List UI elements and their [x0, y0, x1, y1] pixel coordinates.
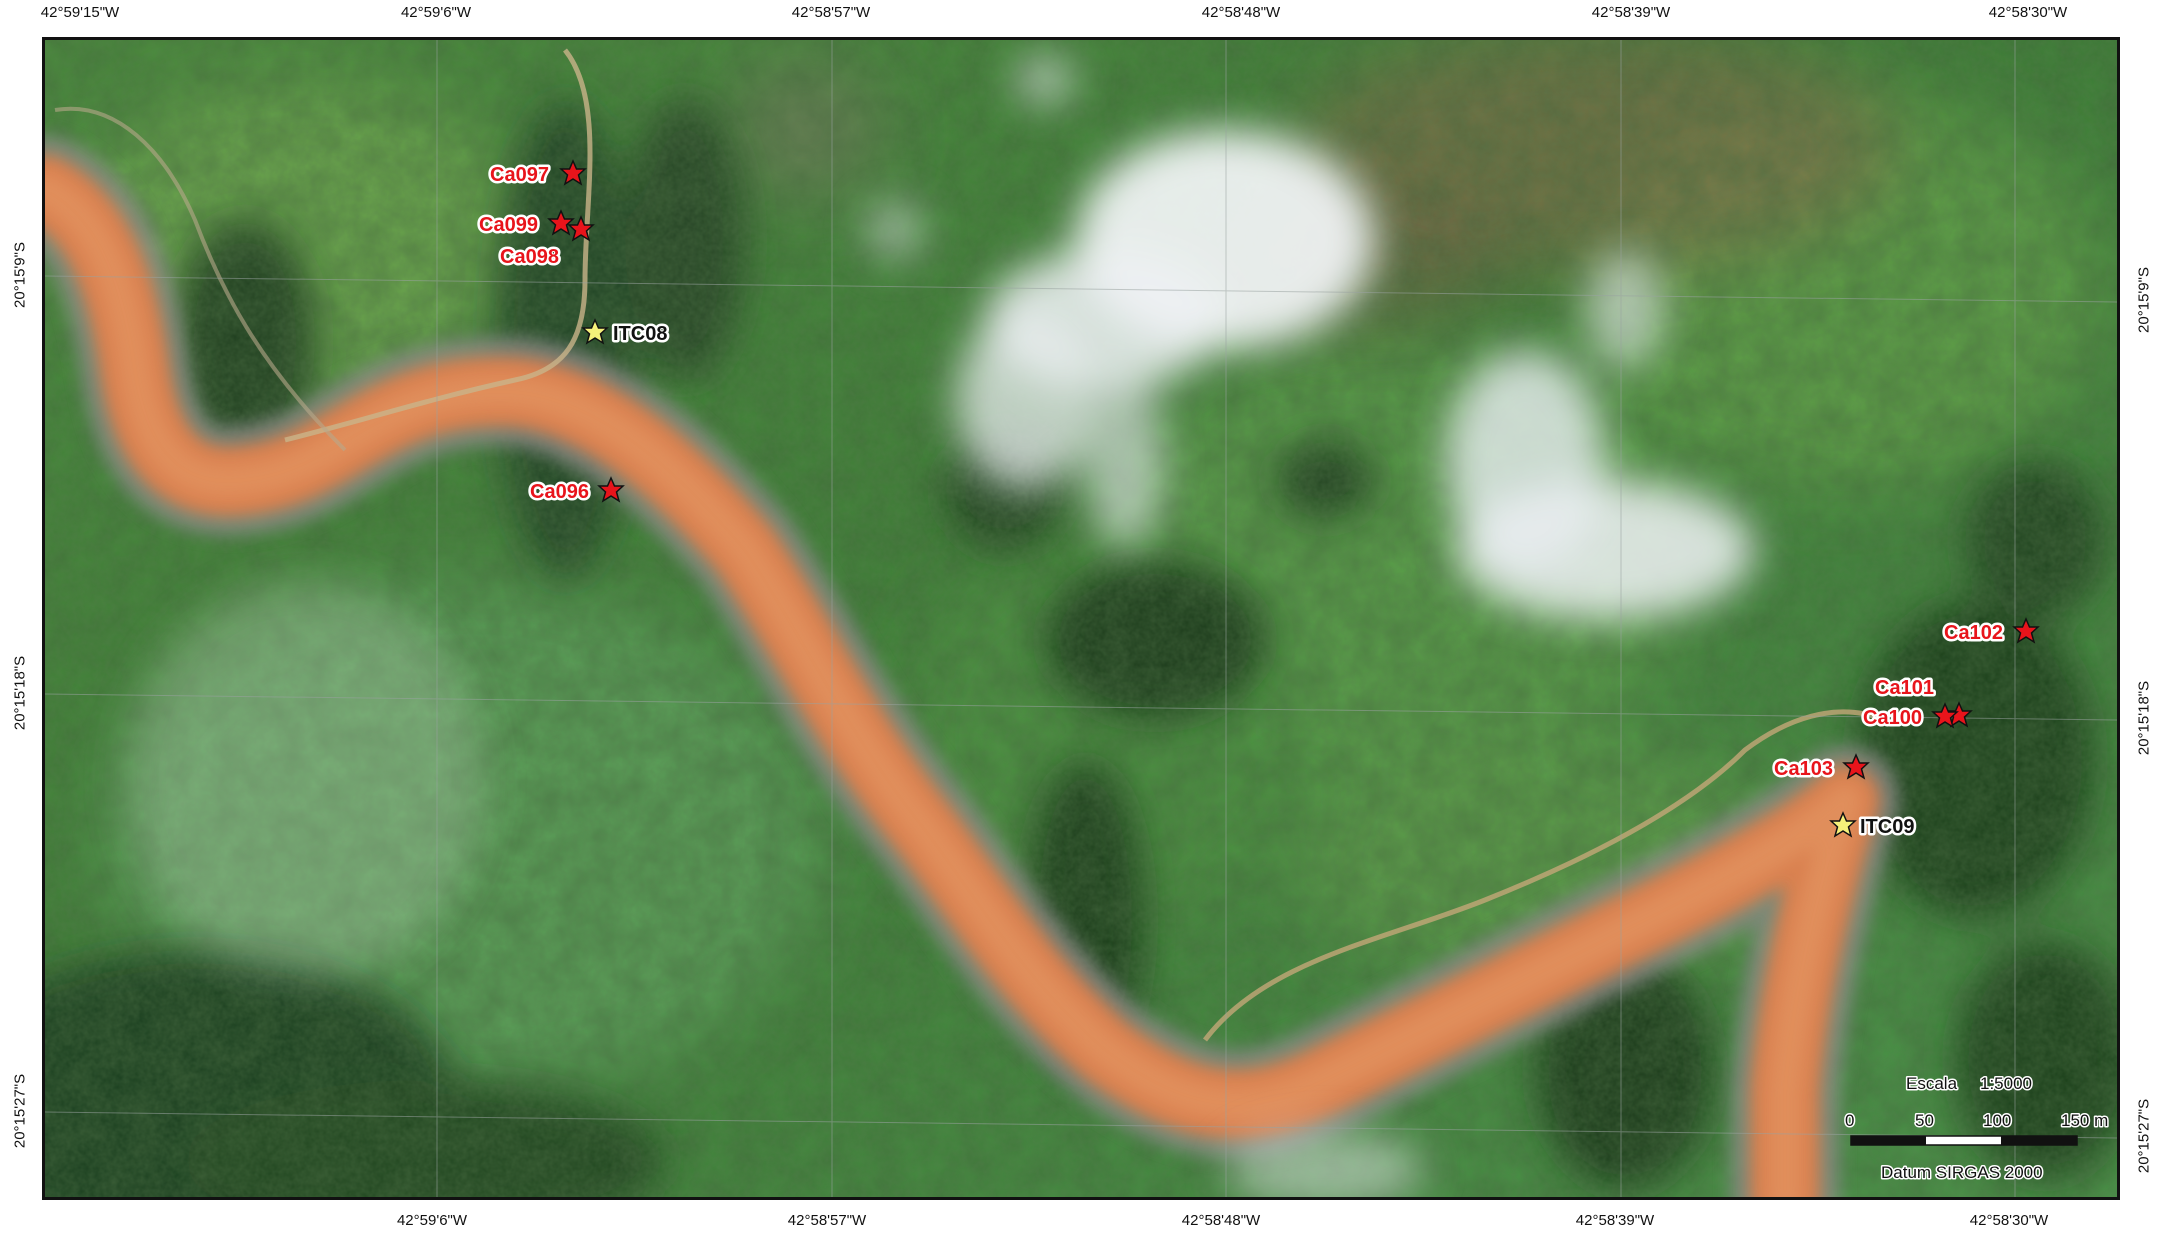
- top-coord-2: 42°58'57"W: [791, 4, 871, 21]
- left-coord-2: 20°15'27"S: [11, 1073, 29, 1149]
- marker-ca097[interactable]: [559, 159, 587, 186]
- marker-ca102[interactable]: [2012, 617, 2040, 644]
- label-ca102: Ca102: [1944, 622, 2003, 644]
- scale-bar: Escala 1:5000 0 50 100 150 m Datum SIRGA…: [1844, 1073, 2110, 1184]
- clouds: [125, 55, 1755, 1197]
- scale-ratio: 1:5000: [1980, 1074, 2032, 1093]
- dirt-road-west: [54, 106, 347, 452]
- label-itc08: ITC08: [613, 323, 667, 345]
- scale-title: Escala: [1906, 1074, 1958, 1093]
- marker-ca101[interactable]: [1945, 701, 1973, 728]
- map-canvas: Ca097 Ca099 Ca098 ITC08 Ca096 Ca102: [45, 40, 2117, 1197]
- bottom-coord-4: 42°58'30"W: [1969, 1212, 2049, 1229]
- dirt-road: [284, 48, 593, 443]
- top-coord-0: 42°59'15"W: [40, 4, 120, 21]
- scale-tick-1: 50: [1915, 1111, 1934, 1130]
- marker-itc08[interactable]: [581, 318, 609, 345]
- right-coord-0: 20°15'9"S: [2135, 267, 2153, 333]
- label-ca103: Ca103: [1774, 758, 1833, 780]
- bottom-coord-2: 42°58'48"W: [1181, 1212, 1261, 1229]
- label-itc09: ITC09: [1860, 816, 1914, 838]
- label-ca100: Ca100: [1863, 707, 1922, 729]
- top-coord-5: 42°58'30"W: [1988, 4, 2068, 21]
- scale-tick-3: 150 m: [2061, 1111, 2108, 1130]
- scale-tick-2: 100: [1983, 1111, 2011, 1130]
- marker-ca100[interactable]: [1931, 702, 1959, 729]
- satellite-map[interactable]: Ca097 Ca099 Ca098 ITC08 Ca096 Ca102: [42, 37, 2120, 1200]
- right-coord-1: 20°15'18"S: [2135, 680, 2153, 756]
- label-ca101: Ca101: [1875, 677, 1934, 699]
- label-ca096: Ca096: [530, 481, 589, 503]
- top-coord-1: 42°59'6"W: [400, 4, 472, 21]
- dirt-road-east: [1203, 709, 1886, 1042]
- scale-datum: Datum SIRGAS 2000: [1881, 1163, 2043, 1182]
- label-ca098: Ca098: [500, 246, 559, 268]
- label-ca097: Ca097: [490, 164, 549, 186]
- marker-ca099[interactable]: [547, 209, 575, 236]
- bottom-coord-0: 42°59'6"W: [396, 1212, 468, 1229]
- marker-ca098[interactable]: [567, 215, 595, 242]
- right-coord-2: 20°15'27"S: [2135, 1098, 2153, 1174]
- left-coord-0: 20°15'9"S: [11, 242, 29, 308]
- marker-ca096[interactable]: [597, 476, 625, 503]
- bottom-coord-3: 42°58'39"W: [1575, 1212, 1655, 1229]
- marker-ca103[interactable]: [1842, 753, 1870, 780]
- left-coord-1: 20°15'18"S: [11, 655, 29, 731]
- graticule: [45, 40, 2117, 1197]
- marker-itc09[interactable]: [1829, 811, 1857, 838]
- river-core: [45, 173, 1862, 1197]
- bottom-coord-1: 42°58'57"W: [787, 1212, 867, 1229]
- top-coord-3: 42°58'48"W: [1201, 4, 1281, 21]
- label-ca099: Ca099: [479, 214, 538, 236]
- scale-tick-0: 0: [1845, 1111, 1854, 1130]
- sample-markers: Ca097 Ca099 Ca098 ITC08 Ca096 Ca102: [477, 159, 2040, 841]
- top-coord-4: 42°58'39"W: [1591, 4, 1671, 21]
